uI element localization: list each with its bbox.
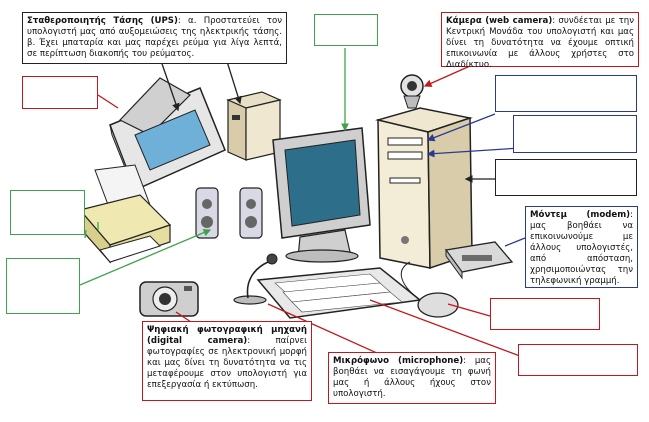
blank-label-mouse[interactable]	[490, 298, 600, 330]
connector-webcam	[423, 65, 471, 87]
webcam-label: Κάμερα (web camera): συνδέεται με την Κε…	[441, 12, 639, 70]
blank-label-printer[interactable]	[10, 190, 85, 235]
blank-label-keyboard[interactable]	[518, 344, 638, 376]
ups-term: Σταθεροποιητής Τάσης (UPS)	[27, 16, 178, 26]
digital-camera-text: : παίρνει φωτογραφίες σε ηλεκτρονική μορ…	[147, 336, 308, 390]
connector-tower-drive	[426, 113, 496, 142]
connector-scanner	[97, 94, 119, 109]
speakers-drawing	[195, 187, 263, 239]
printer-drawing	[78, 164, 172, 264]
scanner-drawing	[109, 77, 226, 201]
microphone-term: Μικρόφωνο (microphone)	[333, 356, 464, 366]
microphone-drawing	[233, 253, 278, 305]
connector-mouse	[447, 303, 491, 317]
webcam-term: Κάμερα (web camera)	[446, 16, 553, 26]
blank-label-tower-1[interactable]	[495, 75, 637, 112]
modem-drawing	[444, 241, 514, 280]
webcam-text: : συνδέεται με την Κεντρική Μονάδα του υ…	[446, 16, 634, 70]
connector-printer2	[84, 229, 87, 239]
connector-tower-drive2	[426, 147, 521, 158]
mouse-drawing	[400, 261, 459, 318]
modem-text: : μας βοηθάει να επικοινωνούμε με άλλους…	[530, 210, 633, 286]
ups-label: Σταθεροποιητής Τάσης (UPS): α. Προστατεύ…	[22, 12, 287, 64]
ups-drawing	[226, 91, 282, 161]
digital-camera-term: Ψηφιακή φωτογραφική μηχανή (digital came…	[147, 325, 307, 346]
monitor-drawing	[272, 127, 371, 263]
digital-camera-label: Ψηφιακή φωτογραφική μηχανή (digital came…	[142, 321, 312, 401]
webcam-drawing	[400, 74, 424, 109]
blank-label-speakers[interactable]	[6, 258, 80, 314]
digital-camera-drawing	[139, 281, 199, 317]
connector-ups-scanner	[159, 57, 180, 112]
tower-drawing	[375, 107, 473, 270]
connector-modem	[504, 237, 526, 247]
blank-label-scanner[interactable]	[22, 76, 98, 109]
blank-label-monitor[interactable]	[314, 14, 378, 46]
modem-term: Μόντεμ (modem)	[530, 210, 631, 220]
microphone-label: Μικρόφωνο (microphone): μας βοηθάει να ε…	[328, 352, 496, 404]
blank-label-tower-3[interactable]	[495, 159, 637, 196]
connector-keyboard	[369, 299, 521, 357]
blank-label-tower-2[interactable]	[513, 115, 637, 153]
ups-text: : α. Προστατεύει τον υπολογιστή μας από …	[27, 16, 283, 59]
microphone-text: : μας βοηθάει να εισαγάγουμε τη φωνή μας…	[333, 356, 491, 399]
connector-speakers	[79, 228, 212, 286]
modem-label: Μόντεμ (modem): μας βοηθάει να επικοινων…	[525, 206, 638, 288]
